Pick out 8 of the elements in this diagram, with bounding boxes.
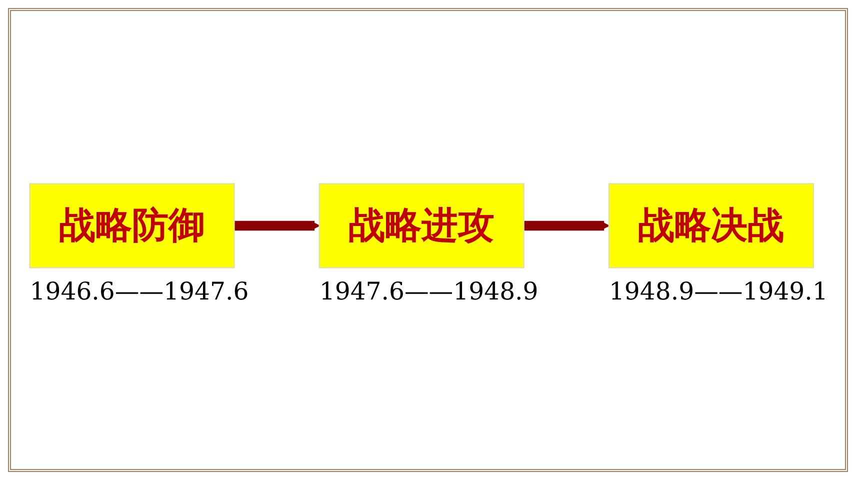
arrow: [524, 220, 610, 232]
date-range: 1948.9——1949.1: [608, 276, 828, 306]
arrow: [234, 220, 320, 232]
date-range: 1946.6——1947.6: [30, 276, 249, 306]
node-box: 战略进攻: [318, 184, 524, 269]
node-box: 战略决战: [608, 184, 814, 269]
date-range: 1947.6——1948.9: [319, 276, 538, 306]
node-box: 战略防御: [29, 184, 235, 269]
